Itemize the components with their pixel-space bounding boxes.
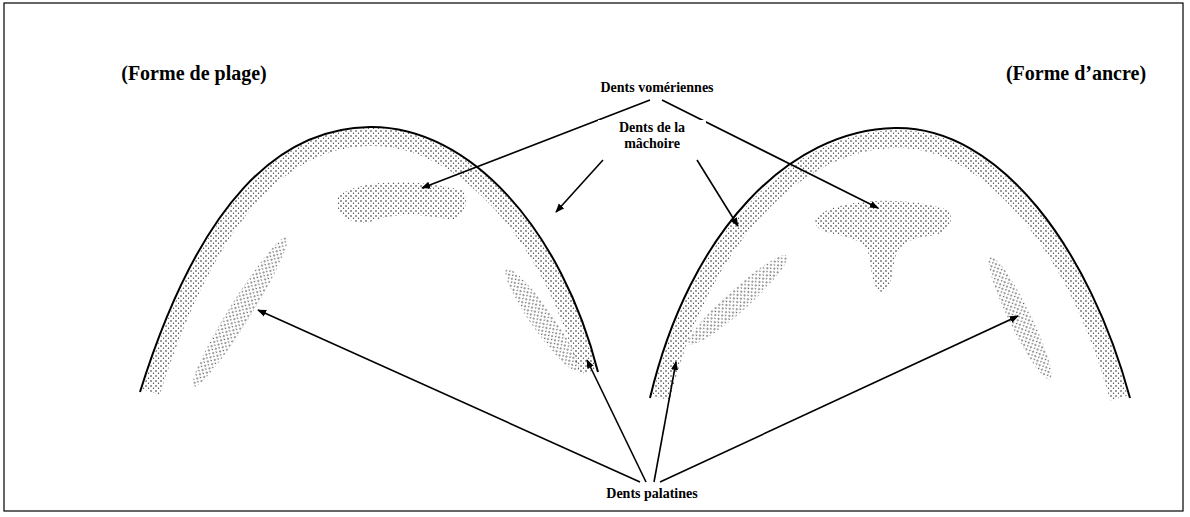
part-label: Dents de la mâchoire (598, 120, 706, 152)
jaw-teeth-band (661, 139, 1119, 398)
leader-arrow (660, 316, 1018, 482)
leader-arrow (654, 362, 676, 482)
part-label: (Forme de plage) (116, 62, 272, 85)
jaw-outline (140, 127, 598, 392)
jaw-outline (650, 128, 1130, 398)
leader-arrow (258, 310, 640, 482)
leader-arrow (697, 160, 738, 226)
palatine-strip (682, 248, 795, 353)
vomerine-anchor (815, 201, 951, 292)
part-label: Dents vomériennes (595, 80, 719, 96)
palatine-strip (184, 232, 296, 393)
palatine-strip (497, 263, 586, 377)
leader-arrow (556, 160, 603, 212)
jaw-teeth-band (151, 137, 588, 392)
leader-arrow (662, 100, 878, 208)
palatine-strip (980, 252, 1059, 384)
part-label: (Forme d’ancre) (1001, 62, 1152, 85)
frame (4, 3, 1183, 511)
vomerine-patch (337, 182, 466, 222)
part-label: Dents palatines (601, 486, 703, 502)
leader-arrow (587, 360, 646, 482)
